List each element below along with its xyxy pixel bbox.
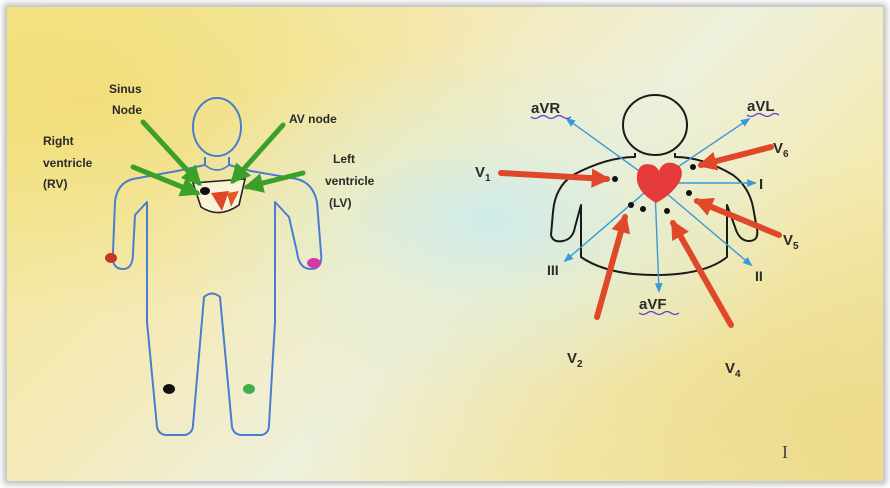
label-lead-i: I [759, 176, 763, 193]
label-rv-line2: ventricle [43, 156, 93, 170]
dot-v2 [628, 202, 634, 208]
label-lead-ii: II [755, 268, 763, 284]
label-v6: V6 [773, 140, 789, 160]
dot-v1 [612, 176, 618, 182]
label-v1: V1 [475, 164, 491, 184]
label-rv-line1: Right [43, 134, 74, 148]
label-avr: aVR [531, 100, 560, 117]
label-lv-line2: ventricle [325, 174, 375, 188]
label-lead-iii: III [547, 262, 559, 278]
ecg-lead-diagram: Sinus Node AV node Right ventricle (RV) … [7, 7, 883, 481]
label-avf: aVF [639, 296, 667, 313]
label-v4: V4 [725, 360, 741, 380]
dot-v5 [686, 190, 692, 196]
left-neck-detail [205, 165, 229, 170]
label-v2: V2 [567, 350, 583, 370]
label-avl: aVL [747, 98, 775, 115]
label-lv-line3: (LV) [329, 196, 351, 210]
right-head-outline [623, 95, 687, 155]
dot-v4 [664, 208, 670, 214]
dot-v3 [640, 206, 646, 212]
electrode-right-leg [163, 384, 175, 394]
arrow-v1 [501, 173, 607, 179]
label-sinus: Sinus [109, 82, 142, 96]
label-v5: V5 [783, 232, 799, 252]
text-cursor-icon: I [782, 442, 788, 463]
dot-v6 [690, 164, 696, 170]
sinus-node-dot [200, 187, 210, 195]
left-head-outline [193, 98, 241, 156]
label-rv-line3: (RV) [43, 177, 67, 191]
electrode-right-arm [105, 253, 117, 263]
right-heart-shape [637, 163, 682, 203]
electrode-left-arm [307, 258, 321, 268]
vector-iii [565, 187, 651, 261]
label-av-node: AV node [289, 112, 337, 126]
electrode-left-leg [243, 384, 255, 394]
label-node: Node [112, 103, 142, 117]
arrow-v6 [701, 147, 771, 165]
slide-frame: Sinus Node AV node Right ventricle (RV) … [6, 6, 884, 482]
label-lv-line1: Left [333, 152, 355, 166]
left-body-figure [105, 98, 321, 435]
